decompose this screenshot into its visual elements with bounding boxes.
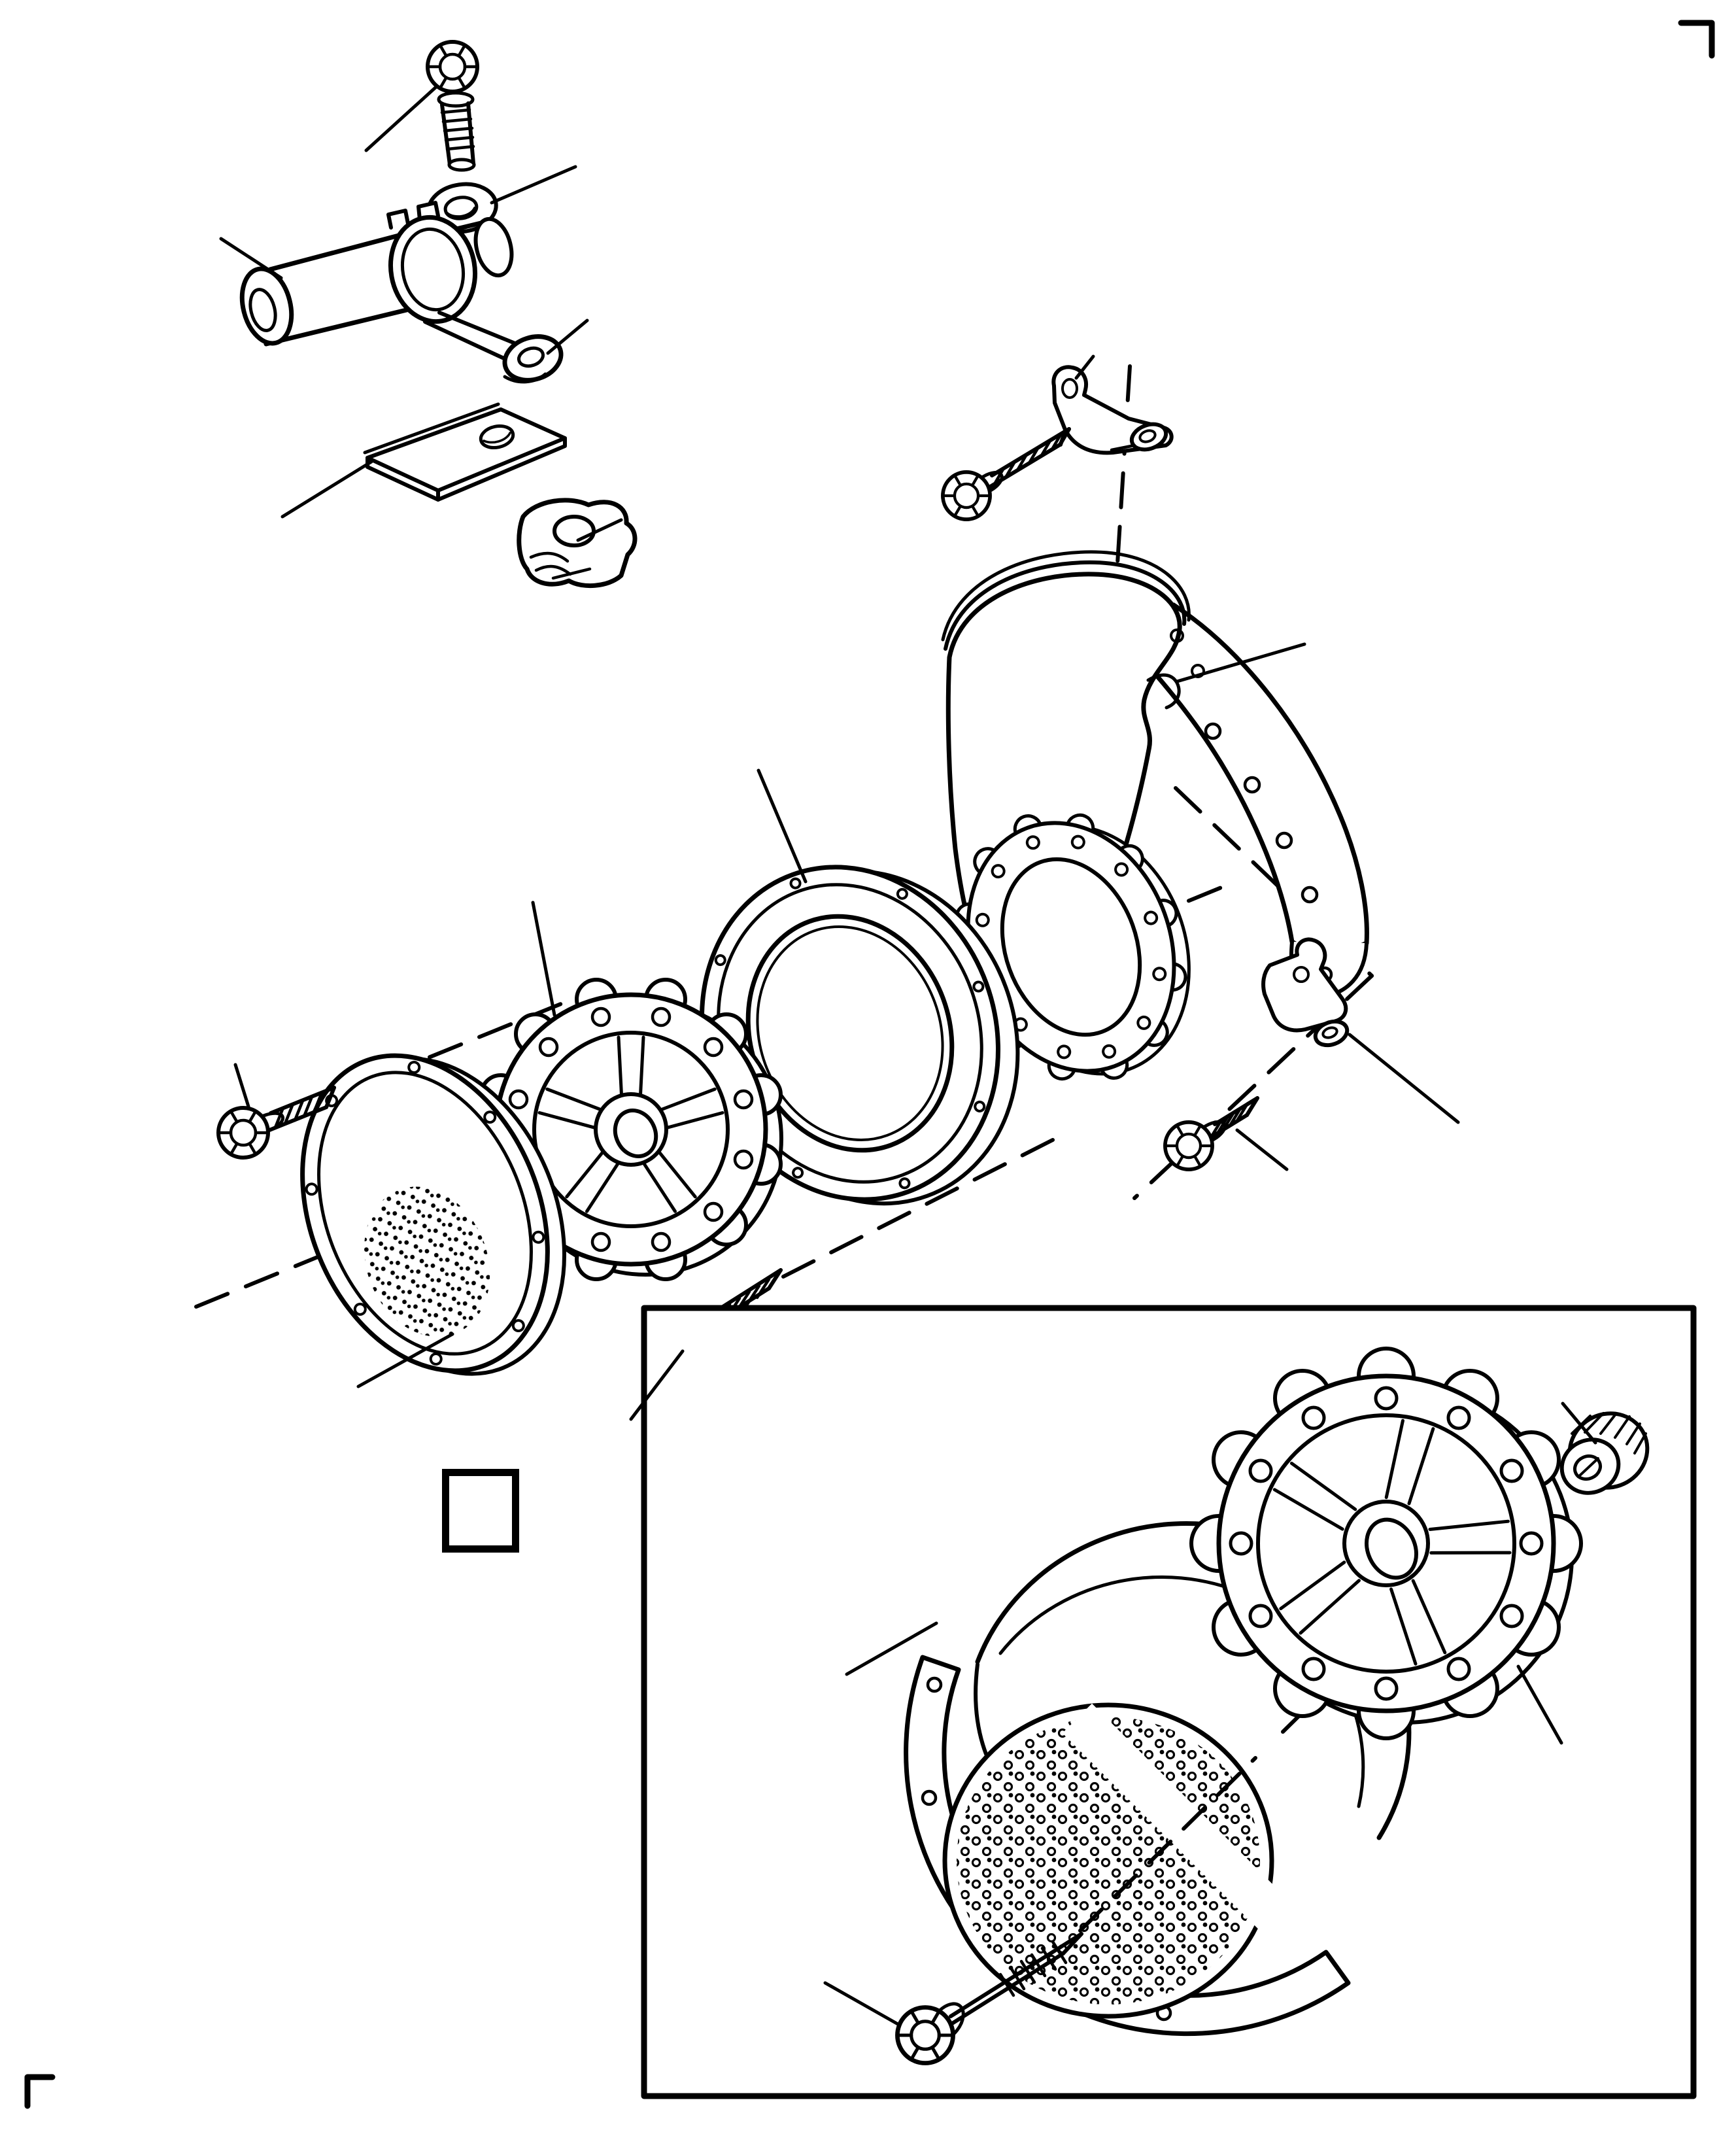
clip-nut-drawing	[517, 498, 638, 589]
tube-drawing	[239, 201, 564, 384]
bracket-drawing-01-240	[1261, 937, 1350, 1048]
bracket-drawing-top	[1051, 365, 1174, 455]
gasket-drawing	[955, 813, 1191, 1081]
silencer-assembly-drawing	[904, 1477, 1539, 2037]
leader-lines	[219, 84, 1597, 2027]
bolt-drawing-14-149	[428, 42, 477, 172]
bolt-inset-drawing	[897, 1932, 1083, 2063]
bracket-plate-drawing	[363, 402, 567, 502]
bolt-drawing-01-062	[218, 1086, 336, 1158]
corner-marks	[24, 20, 1715, 2109]
bolt-drawing-top	[943, 427, 1071, 519]
detail-c-marker	[442, 1469, 519, 1553]
clip-drawing	[423, 311, 564, 384]
silencer-drawing	[300, 1053, 566, 1376]
nut-drawing	[1559, 1411, 1650, 1495]
bolt-drawing-01-252	[1165, 1096, 1259, 1169]
bleed-valve-inset-drawing	[1189, 1347, 1583, 1740]
